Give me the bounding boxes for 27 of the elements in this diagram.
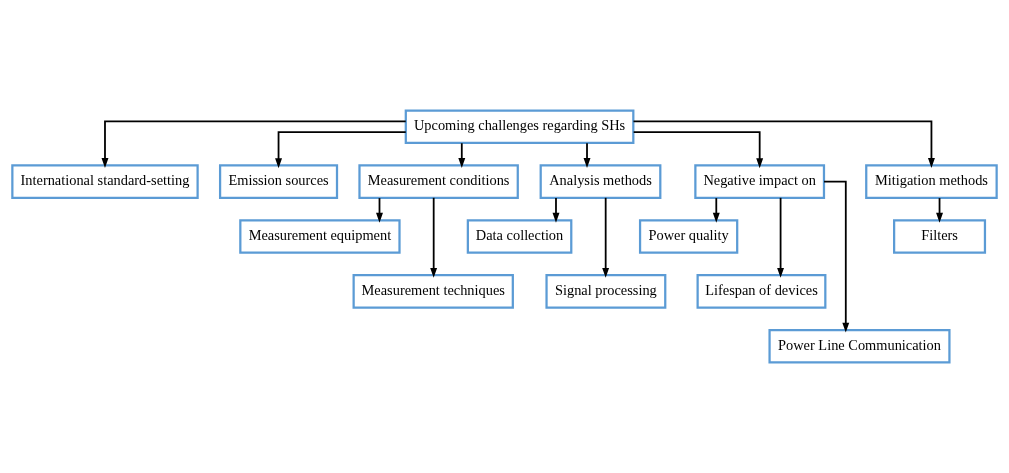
node-box: International standard-setting	[11, 164, 199, 199]
node-box: Data collection	[466, 219, 573, 254]
node-box: Emission sources	[218, 164, 339, 199]
node-box: Measurement conditions	[358, 164, 519, 199]
arrow	[101, 120, 407, 168]
node-box: Measurement equipment	[239, 219, 401, 254]
arrow	[712, 197, 720, 223]
node-box: Upcoming challenges regarding SHs	[404, 109, 635, 145]
arrow	[458, 142, 466, 168]
node-box: Analysis methods	[539, 164, 662, 199]
node-box: Negative impact on	[694, 164, 826, 199]
node-box: Power Line Communication	[768, 328, 951, 364]
arrow	[632, 120, 935, 168]
arrow	[632, 131, 764, 169]
node-box: Filters	[893, 219, 987, 254]
node-box: Measurement techniques	[352, 274, 514, 309]
arrow	[552, 197, 560, 223]
node-box: Lifespan of devices	[696, 274, 827, 309]
node-box: Mitigation methods	[865, 164, 998, 199]
arrow	[430, 196, 438, 278]
arrow	[583, 142, 591, 168]
arrow	[777, 196, 785, 278]
arrow	[823, 180, 850, 333]
node-box: Signal processing	[545, 274, 667, 309]
arrow	[275, 131, 407, 169]
node-box: Power quality	[638, 219, 739, 254]
arrow	[602, 196, 610, 278]
